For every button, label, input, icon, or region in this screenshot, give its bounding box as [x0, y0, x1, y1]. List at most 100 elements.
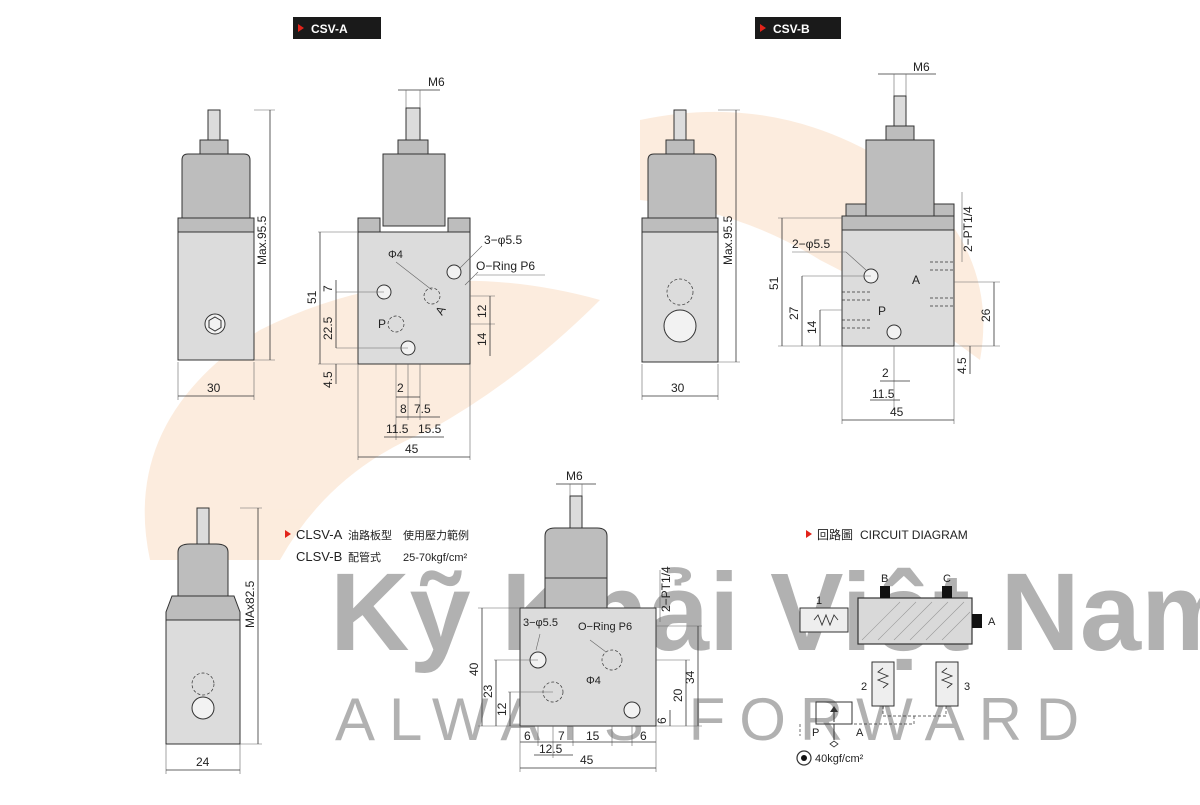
legend-row1-note: 使用壓力範例 — [403, 528, 469, 542]
port-dashed — [666, 278, 694, 306]
legend-arrow-icon — [285, 530, 291, 538]
legend-row2-model: CLSV-B — [296, 549, 342, 564]
label-a2: A — [856, 727, 864, 739]
mount-hole — [446, 264, 462, 280]
circuit-title-cn: 回路圖 — [817, 527, 853, 542]
model-legend: CLSV-A 油路板型 使用壓力範例 CLSV-B 配管式 25-70kgf/c… — [285, 527, 469, 564]
label-2: 2 — [861, 681, 867, 693]
dim-40: 40 — [467, 662, 481, 676]
label-3: 3 — [964, 681, 970, 693]
dim-2: 2 — [397, 381, 404, 395]
valve-2 — [871, 661, 895, 707]
dim-34: 34 — [683, 670, 697, 684]
dim-45: 45 — [405, 442, 419, 456]
dim-7: 7 — [321, 285, 335, 292]
tag-csv-b: CSV-B — [755, 17, 841, 39]
dim-22-5: 22.5 — [321, 316, 335, 340]
dim-max955: Max.95.5 — [721, 215, 735, 265]
pipe-port — [663, 309, 697, 343]
dim-8: 8 — [400, 402, 407, 416]
label-c: C — [943, 573, 951, 585]
dim-7: 7 — [558, 729, 565, 743]
dim-23: 23 — [481, 684, 495, 698]
mount-hole — [623, 701, 641, 719]
tag-arrow-icon — [298, 24, 304, 32]
clsv-front-view: M6 3−φ5.5 O−Ring P6 Φ4 2−PT1/4 40 23 12 — [467, 469, 702, 772]
label-m6: M6 — [913, 60, 930, 74]
label-holes: 3−φ5.5 — [523, 617, 558, 629]
label-oring: O−Ring P6 — [578, 621, 632, 633]
port-p-circle — [387, 315, 405, 333]
dim-12-5: 12.5 — [539, 742, 563, 756]
circuit-diagram: 回路圖 CIRCUIT DIAGRAM B C A 1 2 3 P A — [796, 527, 996, 766]
dim-14: 14 — [805, 320, 819, 334]
spring-icon — [813, 613, 839, 627]
label-p: P — [812, 727, 819, 739]
port-a-circle — [601, 649, 623, 671]
mount-hole — [886, 324, 902, 340]
dim-6-right: 6 — [640, 729, 647, 743]
label-oring: O−Ring P6 — [476, 259, 535, 273]
dim-2: 2 — [882, 366, 889, 380]
dim-4-5: 4.5 — [321, 371, 335, 388]
dim-12: 12 — [475, 304, 489, 318]
dim-45: 45 — [580, 753, 594, 767]
port-a-circle — [423, 287, 441, 305]
dim-12: 12 — [495, 702, 509, 716]
port-c — [942, 586, 952, 598]
dim-7-5: 7.5 — [414, 402, 431, 416]
dim-27: 27 — [787, 306, 801, 320]
circuit-arrow-icon — [806, 530, 812, 538]
dim-width: 30 — [207, 381, 221, 395]
legend-row1-model: CLSV-A — [296, 527, 343, 542]
label-pt14: 2−PT1/4 — [659, 566, 673, 612]
label-m6: M6 — [566, 469, 583, 483]
label-holes: 2−φ5.5 — [792, 237, 830, 251]
dim-max955: Max.95.5 — [255, 215, 269, 265]
csv-b-side-view: Max.95.5 30 — [641, 109, 740, 400]
dim-11-5: 11.5 — [872, 387, 895, 401]
dim-6: 6 — [655, 717, 669, 724]
dim-15-5: 15.5 — [418, 422, 442, 436]
label-m6: M6 — [428, 75, 445, 89]
dim-11-5: 11.5 — [386, 422, 409, 436]
watermark-text: Kỹ Khải Việt Nam — [330, 551, 1200, 674]
dim-height: 51 — [305, 290, 319, 304]
tag-csv-a-label: CSV-A — [311, 22, 348, 36]
port-dashed — [191, 672, 215, 696]
legend-row2-range: 25-70kgf/cm² — [403, 552, 468, 564]
dim-max825: MAx82.5 — [243, 580, 257, 628]
gauge-icon — [796, 750, 812, 766]
label-holes: 3−φ5.5 — [484, 233, 522, 247]
watermark-slogan: ALWAYS FORWARD — [335, 686, 1093, 753]
label-pt14: 2−PT1/4 — [961, 206, 975, 252]
csv-a-front-view: M6 Φ4 P A 3−φ5.5 O−Ring P6 51 7 22.5 — [305, 75, 545, 460]
dim-20: 20 — [671, 688, 685, 702]
label-a: A — [988, 616, 996, 628]
port-b — [880, 586, 890, 598]
dim-14: 14 — [475, 332, 489, 346]
tag-csv-a: CSV-A — [293, 17, 381, 39]
dim-24: 24 — [196, 755, 210, 769]
label-port-p: P — [878, 304, 886, 318]
cylinder-block — [857, 597, 973, 645]
circuit-title-en: CIRCUIT DIAGRAM — [860, 528, 968, 542]
spring-icon — [940, 667, 954, 689]
dim-45: 45 — [890, 405, 904, 419]
dim-4-5: 4.5 — [955, 357, 969, 374]
label-1: 1 — [816, 595, 822, 607]
clsv-side-view: MAx82.5 24 — [165, 507, 262, 774]
dim-6: 6 — [524, 729, 531, 743]
watermark-gear-shape — [144, 280, 601, 560]
valve-3 — [935, 661, 959, 707]
pipe-port — [191, 696, 215, 720]
legend-row2-type: 配管式 — [348, 550, 381, 564]
dim-height: 51 — [767, 276, 781, 290]
circuit-pressure: 40kgf/cm² — [815, 753, 864, 765]
legend-row1-type: 油路板型 — [348, 528, 392, 542]
dim-15: 15 — [586, 729, 600, 743]
csv-b-front-view: M6 A P 2−φ5.5 2−PT1/4 51 27 — [767, 60, 1000, 424]
label-phi4: Φ4 — [388, 249, 403, 261]
